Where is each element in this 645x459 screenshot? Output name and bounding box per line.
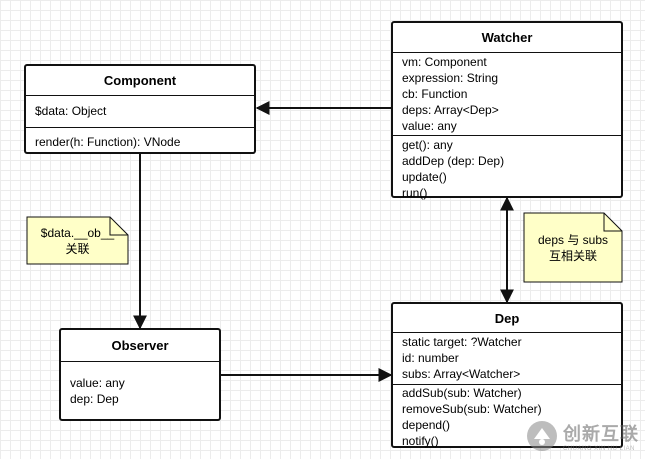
watcher-methods: get(): any addDep (dep: Dep) update() ru… bbox=[393, 135, 621, 201]
dep-methods: addSub(sub: Watcher) removeSub(sub: Watc… bbox=[393, 384, 621, 449]
dep-method: notify() bbox=[402, 434, 439, 448]
dep-method: addSub(sub: Watcher) bbox=[402, 386, 522, 400]
dep-title: Dep bbox=[393, 304, 621, 333]
watermark-logo-icon bbox=[527, 421, 557, 451]
dep-fields: static target: ?Watcher id: number subs:… bbox=[393, 333, 621, 384]
component-field: $data: Object bbox=[35, 104, 107, 118]
watcher-field: value: any bbox=[402, 119, 457, 133]
component-class-box: Component $data: Object render(h: Functi… bbox=[24, 64, 256, 154]
watcher-method: get(): any bbox=[402, 138, 453, 152]
note-deps-subs: deps 与 subs 互相关联 bbox=[524, 213, 622, 282]
watcher-title: Watcher bbox=[393, 23, 621, 53]
note-data-ob-line: $data.__ob__ bbox=[40, 225, 115, 240]
dep-field: subs: Array<Watcher> bbox=[402, 367, 521, 381]
note-data-ob-fold bbox=[109, 217, 128, 236]
component-fields: $data: Object bbox=[26, 96, 254, 127]
watcher-method: update() bbox=[402, 170, 447, 184]
watermark-main-text: 创新互联 bbox=[563, 424, 639, 444]
watermark-logo: 创新互联 CHUANG XIN HU LIAN bbox=[525, 419, 639, 453]
component-methods: render(h: Function): VNode bbox=[26, 127, 254, 150]
observer-title: Observer bbox=[61, 330, 219, 362]
watcher-field: vm: Component bbox=[402, 55, 487, 69]
watcher-method: run() bbox=[402, 186, 428, 200]
watcher-field: deps: Array<Dep> bbox=[402, 103, 499, 117]
dep-method: removeSub(sub: Watcher) bbox=[402, 402, 542, 416]
note-deps-subs-line: deps 与 subs bbox=[537, 232, 609, 247]
note-deps-subs-shape bbox=[523, 212, 623, 283]
watcher-class-box: Watcher vm: Component expression: String… bbox=[391, 21, 623, 201]
note-data-ob-line: 关联 bbox=[65, 241, 90, 256]
note-deps-subs-line: 互相关联 bbox=[548, 248, 597, 263]
dep-field: static target: ?Watcher bbox=[402, 335, 522, 349]
observer-field: dep: Dep bbox=[70, 392, 119, 406]
dep-class-box: Dep static target: ?Watcher id: number s… bbox=[391, 302, 623, 448]
watcher-fields: vm: Component expression: String cb: Fun… bbox=[393, 53, 621, 135]
note-data-ob: $data.__ob__ 关联 bbox=[27, 217, 128, 264]
watermark-sub-text: CHUANG XIN HU LIAN bbox=[563, 446, 636, 452]
watcher-field: cb: Function bbox=[402, 87, 468, 101]
note-deps-subs-fold bbox=[603, 213, 622, 232]
dep-field: id: number bbox=[402, 351, 459, 365]
observer-fields: value: any dep: Dep bbox=[61, 362, 219, 407]
component-title: Component bbox=[26, 66, 254, 96]
component-method: render(h: Function): VNode bbox=[35, 135, 181, 149]
observer-class-box: Observer value: any dep: Dep bbox=[59, 328, 221, 421]
dep-method: depend() bbox=[402, 418, 451, 432]
observer-field: value: any bbox=[70, 376, 125, 390]
watcher-field: expression: String bbox=[402, 71, 499, 85]
note-data-ob-shape bbox=[26, 216, 129, 265]
watcher-method: addDep (dep: Dep) bbox=[402, 154, 505, 168]
